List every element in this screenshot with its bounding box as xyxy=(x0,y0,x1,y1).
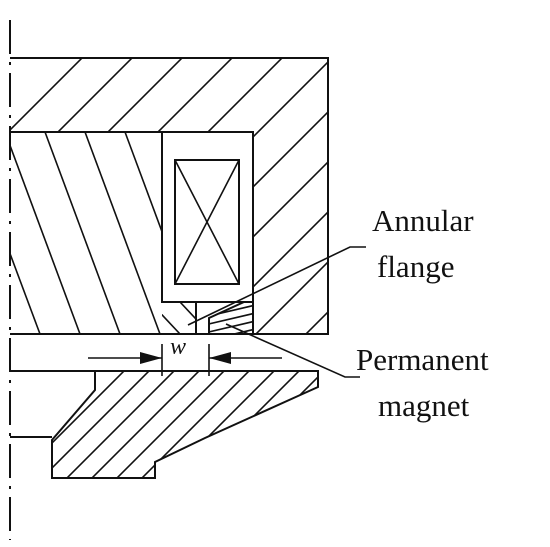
lower-moving-part xyxy=(51,370,319,479)
permanent-magnet-label-line2: magnet xyxy=(378,388,470,423)
annular-flange-label-line1: Annular xyxy=(372,203,474,238)
dimension-arrow-right xyxy=(209,352,231,364)
permanent-magnet-label-line1: Permanent xyxy=(356,342,489,377)
annular-flange-label-line2: flange xyxy=(377,249,455,284)
housing-hatch xyxy=(10,58,328,334)
dimension-arrow-left xyxy=(140,352,162,364)
permanent-magnet-leader xyxy=(225,323,360,378)
core-hatch xyxy=(10,132,162,334)
gap-width-label: w xyxy=(170,334,187,360)
annular-flange-leader xyxy=(187,246,366,326)
